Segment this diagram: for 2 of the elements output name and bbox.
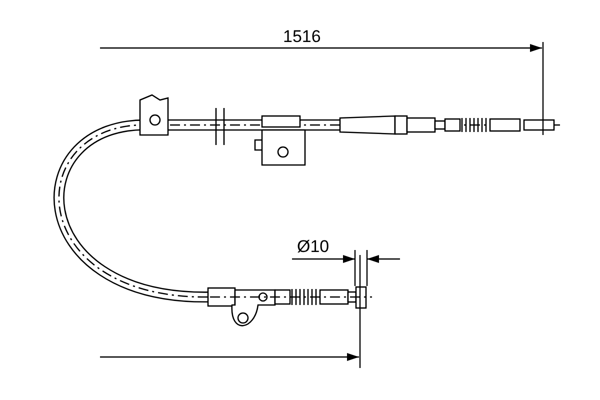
dimension-text: 1516 (283, 28, 321, 45)
dimension-text: Ø10 (297, 238, 330, 255)
